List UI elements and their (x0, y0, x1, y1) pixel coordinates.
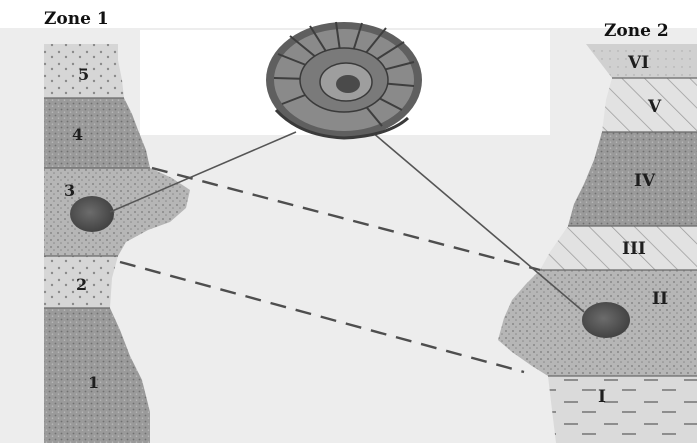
zone1-layer-label: 4 (72, 125, 83, 144)
zone1-layer-label: 3 (64, 181, 75, 200)
zone1-layer-label: 1 (88, 373, 99, 392)
zone1-layer-label: 2 (76, 275, 87, 294)
zone2-layer-label: IV (634, 171, 656, 191)
zone1-layer-label: 5 (78, 65, 89, 84)
zone2-title: Zone 2 (604, 21, 669, 41)
zone2-layer-I (548, 376, 697, 443)
zone1-title: Zone 1 (44, 9, 109, 29)
ammonite-icon (266, 22, 422, 138)
zone2-fossil-icon (582, 302, 630, 338)
zone2-layer-label: I (598, 387, 606, 407)
zone1-fossil-icon (70, 196, 114, 232)
zone2-layer-label: VI (627, 53, 649, 73)
zone2-layer-label: II (652, 289, 668, 309)
zone2-layer-label: V (647, 97, 662, 117)
zone2-layer-label: III (622, 239, 646, 259)
zone2-layer-III (540, 226, 697, 270)
